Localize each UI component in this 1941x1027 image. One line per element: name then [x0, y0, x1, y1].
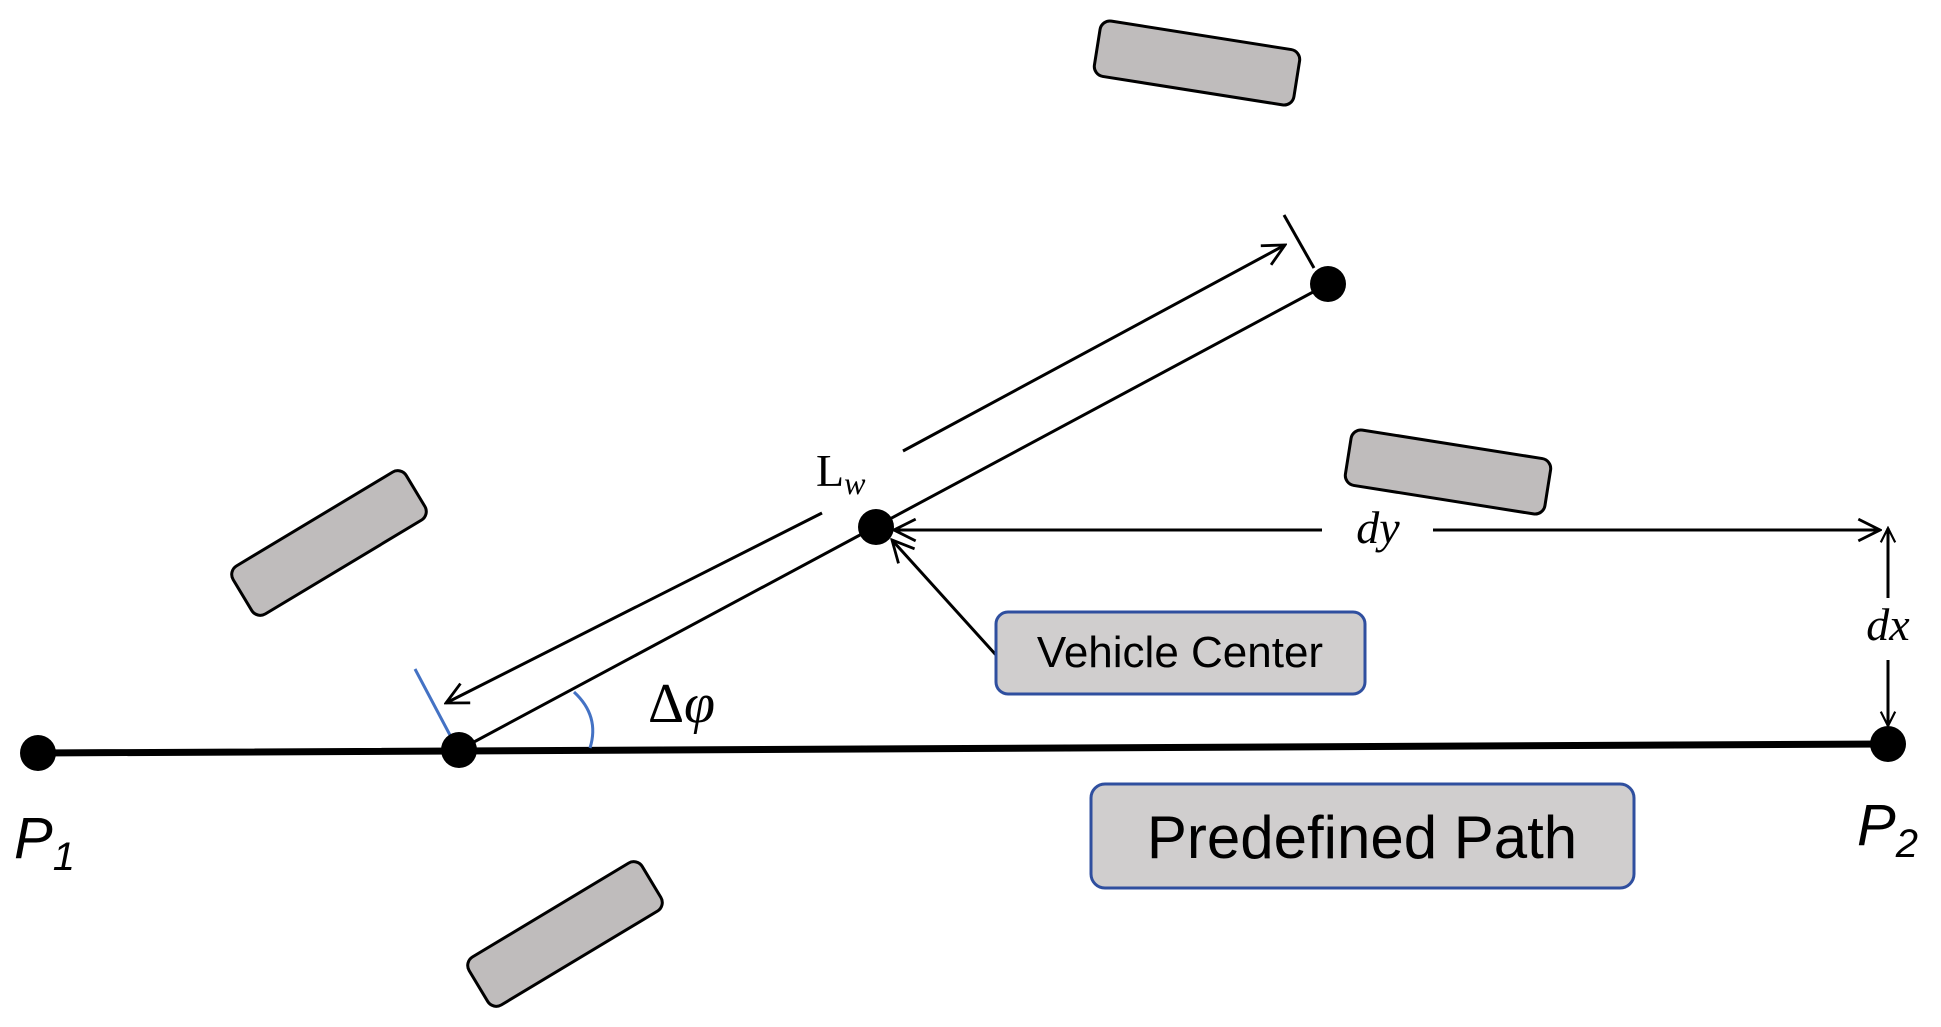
p1-label: P1 [14, 806, 75, 879]
p2-label: P2 [1857, 793, 1918, 866]
p1-letter: P [14, 806, 53, 871]
lw-main: L [816, 445, 844, 496]
lw-dimension-arrow-lower [446, 511, 823, 703]
point-p2-dot [1870, 726, 1906, 762]
dx-label: dx [1866, 599, 1910, 650]
front-left-wheel [1343, 428, 1553, 516]
front-right-wheel [1092, 19, 1302, 107]
rear-right-wheel [230, 469, 428, 617]
phi-symbol: φ [684, 673, 715, 735]
predefined-path-line [34, 740, 1892, 757]
point-p1-dot [20, 735, 56, 771]
vehicle-center-label: Vehicle Center [1037, 628, 1323, 677]
rear-left-wheel [466, 860, 664, 1008]
predefined-path-label: Predefined Path [1147, 804, 1577, 871]
vehicle-axis-line [458, 282, 1329, 752]
vehicle-center-pointer [892, 540, 998, 657]
rear-tick-line [413, 668, 453, 738]
rear-axle-dot [441, 732, 477, 768]
dy-label: dy [1356, 502, 1400, 553]
vehicle-center-label-box [994, 610, 1367, 696]
lw-subscript: w [844, 465, 866, 501]
front-axle-dot [1310, 266, 1346, 302]
vehicle-center-dot [858, 509, 894, 545]
delta-phi-label: Δφ [648, 673, 715, 735]
delta-symbol: Δ [648, 673, 684, 735]
p2-subscript: 2 [1895, 822, 1918, 866]
front-tick-line [1282, 214, 1316, 269]
lw-label: Lw [816, 445, 866, 501]
lw-dimension-arrow-upper [902, 245, 1285, 453]
delta-phi-arc [572, 690, 595, 749]
p2-letter: P [1857, 793, 1896, 858]
predefined-path-label-box [1089, 782, 1636, 890]
p1-subscript: 1 [53, 835, 75, 879]
